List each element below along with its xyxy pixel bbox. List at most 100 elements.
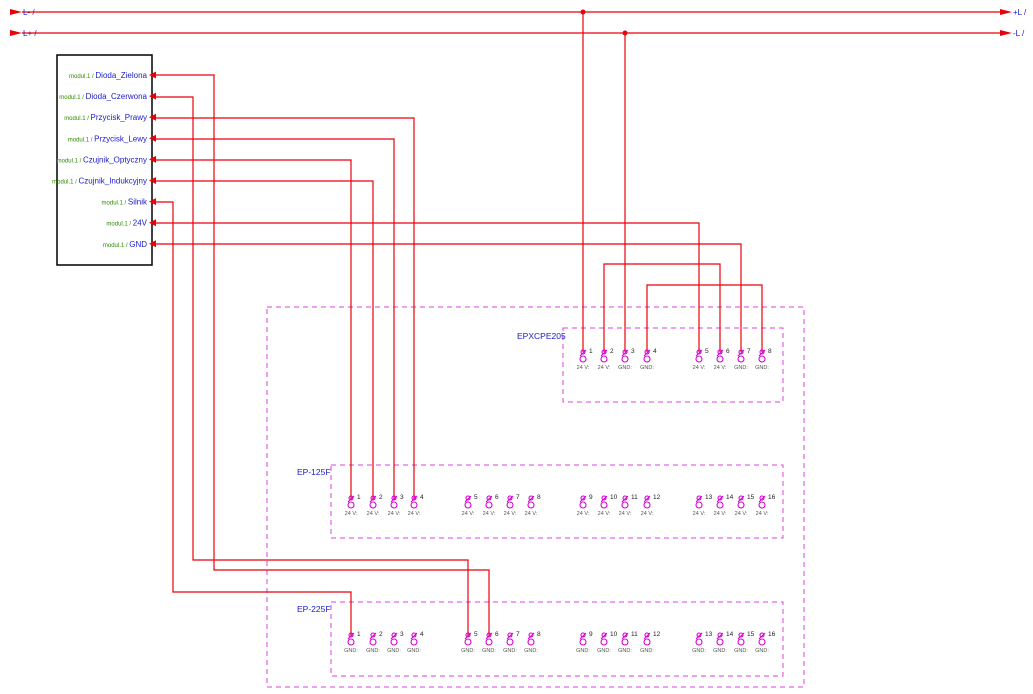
terminal-upper-ring bbox=[644, 495, 650, 501]
terminal-upper-ring bbox=[465, 632, 471, 638]
terminal-type: GND: bbox=[640, 365, 654, 371]
terminal-type: 24 V: bbox=[525, 511, 538, 517]
terminal-type: GND: bbox=[576, 648, 590, 654]
terminal-type: 24 V: bbox=[619, 511, 632, 517]
terminal-lower-ring bbox=[410, 501, 418, 509]
terminal-lower-ring bbox=[716, 638, 724, 646]
terminal: 224 V: bbox=[367, 494, 383, 517]
terminal-number: 12 bbox=[653, 494, 661, 501]
terminal-lower-ring bbox=[579, 501, 587, 509]
terminal-lower-ring bbox=[410, 638, 418, 646]
terminal-lower-ring bbox=[527, 638, 535, 646]
terminal-slash bbox=[621, 495, 629, 503]
terminal-number: 11 bbox=[631, 631, 638, 638]
terminal-number: 2 bbox=[610, 348, 614, 355]
terminal-slash bbox=[695, 495, 703, 503]
terminal-slash bbox=[369, 632, 377, 640]
terminal-number: 11 bbox=[631, 494, 638, 501]
terminal-slash bbox=[579, 632, 587, 640]
module-pin-label: modul.1 / 24V bbox=[106, 219, 147, 228]
module-pin-prefix: modul.1 / bbox=[103, 243, 129, 249]
pin-arrow bbox=[149, 71, 156, 79]
module-pin-name: 24V bbox=[133, 219, 148, 228]
terminal-type: GND: bbox=[407, 648, 421, 654]
terminal-type: GND: bbox=[734, 365, 748, 371]
terminal-lower-ring bbox=[485, 638, 493, 646]
terminal-upper-ring bbox=[622, 349, 628, 355]
terminal-slash bbox=[369, 495, 377, 503]
wire-dioda-czerwona bbox=[152, 96, 469, 637]
terminal-lower-ring bbox=[643, 501, 651, 509]
terminal-slash bbox=[643, 632, 651, 640]
ep-125f-frame bbox=[330, 464, 784, 539]
terminal-lower-ring bbox=[390, 501, 398, 509]
rail-arrows bbox=[10, 9, 1012, 36]
terminal-type: 24 V: bbox=[388, 511, 401, 517]
terminal-type: GND: bbox=[618, 648, 632, 654]
terminal: 724 V: bbox=[504, 494, 520, 517]
wire-czujnik-indukcyjny bbox=[152, 180, 374, 500]
rail-arrow-left-bottom bbox=[10, 30, 22, 36]
junction-dot bbox=[622, 30, 628, 36]
terminal-slash bbox=[621, 632, 629, 640]
terminal-number: 8 bbox=[537, 631, 541, 638]
wire-przycisk-lewy bbox=[152, 138, 395, 500]
terminal-type: 24 V: bbox=[598, 511, 611, 517]
terminal-lower-ring bbox=[347, 501, 355, 509]
terminal-type: 24 V: bbox=[504, 511, 517, 517]
terminal-lower-ring bbox=[600, 501, 608, 509]
terminal-slash bbox=[410, 495, 418, 503]
terminal-slash bbox=[621, 349, 629, 357]
terminal-lower-ring bbox=[347, 638, 355, 646]
terminal: 924 V: bbox=[577, 494, 593, 517]
terminal-upper-ring bbox=[696, 349, 702, 355]
terminal-upper-ring bbox=[507, 632, 513, 638]
terminal-number: 15 bbox=[747, 494, 755, 501]
module-pin-name: Przycisk_Lewy bbox=[94, 134, 147, 143]
module-pin-name: Dioda_Zielona bbox=[95, 71, 147, 80]
terminal-upper-ring bbox=[411, 632, 417, 638]
terminal-type: GND: bbox=[755, 365, 769, 371]
terminal-slash bbox=[600, 349, 608, 357]
terminal-slash bbox=[506, 632, 514, 640]
terminal-number: 4 bbox=[653, 348, 657, 355]
terminal-type: GND: bbox=[461, 648, 475, 654]
pin-arrow bbox=[149, 198, 156, 206]
terminal-type: GND: bbox=[503, 648, 517, 654]
terminal: 324 V: bbox=[388, 494, 404, 517]
terminal-upper-ring bbox=[528, 495, 534, 501]
terminal-slash bbox=[600, 632, 608, 640]
terminal-lower-ring bbox=[506, 501, 514, 509]
terminal-slash bbox=[737, 349, 745, 357]
terminal-lower-ring bbox=[758, 501, 766, 509]
wire-jumper-2-6 bbox=[603, 263, 721, 352]
epxcpe205-frame bbox=[562, 327, 784, 403]
rail-label-plus-l: +L / bbox=[1013, 8, 1027, 17]
cabinet-frame bbox=[266, 306, 805, 688]
terminal-number: 5 bbox=[474, 494, 478, 501]
module-pin-prefix: modul.1 / bbox=[64, 116, 90, 122]
wire-gnd bbox=[152, 243, 742, 352]
terminal-type: 24 V: bbox=[641, 511, 654, 517]
terminal-number: 14 bbox=[726, 494, 734, 501]
terminal-number: 6 bbox=[495, 494, 499, 501]
terminal-type: GND: bbox=[734, 648, 748, 654]
terminal-type: 24 V: bbox=[577, 365, 590, 371]
terminal-slash bbox=[695, 632, 703, 640]
terminal-number: 5 bbox=[474, 631, 478, 638]
terminal-slash bbox=[485, 632, 493, 640]
terminal-lower-ring bbox=[485, 501, 493, 509]
terminal-upper-ring bbox=[486, 495, 492, 501]
rail-labels: L- / L+ / +L / -L / bbox=[23, 8, 1027, 38]
